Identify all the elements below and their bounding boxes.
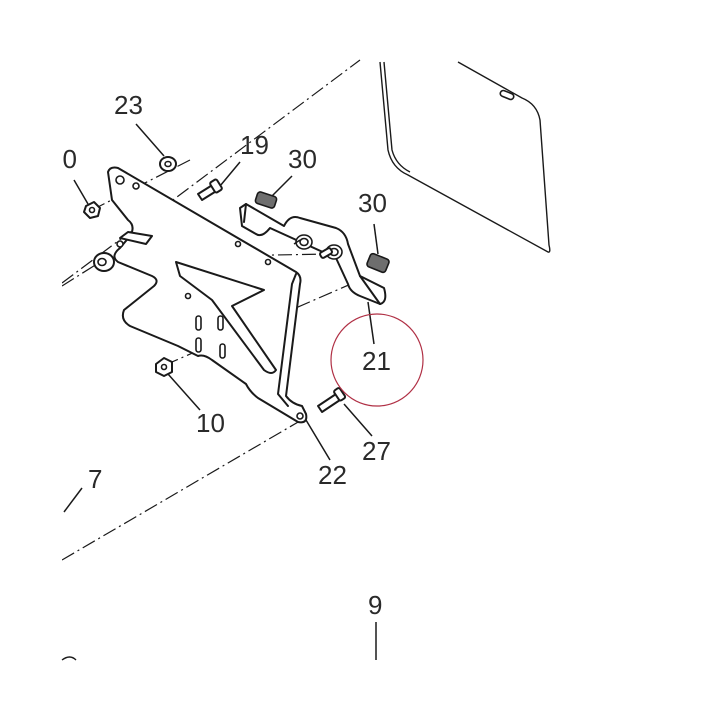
- callout-7: 7: [88, 464, 102, 494]
- main-bracket-plate: [107, 166, 308, 424]
- bracket-slot-4: [219, 343, 226, 359]
- bracket-slot-2: [217, 315, 224, 331]
- callout-21: 21: [362, 346, 391, 376]
- spacer-23-hole-icon: [164, 160, 172, 168]
- callout-30a: 30: [288, 144, 317, 174]
- leader-7: [63, 487, 83, 513]
- stud-lower-icon: [319, 247, 333, 259]
- leader-20: [73, 179, 89, 205]
- bushing-left-hole-icon: [97, 257, 107, 267]
- nut-10-hole-icon: [160, 363, 168, 371]
- callout-22: 22: [318, 460, 347, 490]
- leader-30b: [373, 223, 379, 255]
- license-plate-outline: [379, 61, 551, 253]
- stud-upper-icon: [293, 239, 301, 245]
- crop-mask-bottom: [0, 660, 720, 720]
- crop-mask-left: [0, 0, 62, 720]
- nut-20-hole-icon: [88, 206, 96, 214]
- bracket-slot-1: [195, 315, 202, 331]
- license-plate-inner-edge: [383, 61, 411, 173]
- callout-21-highlight-circle: [330, 313, 424, 407]
- bracket-hole-bottom: [296, 412, 304, 420]
- bracket-hole-top-2: [132, 182, 140, 190]
- bracket-stamped-notch: [119, 231, 153, 245]
- bracket-slot-3: [195, 337, 202, 353]
- bracket-hole-top: [115, 175, 125, 185]
- callout-19: 19: [240, 130, 269, 160]
- leader-19: [219, 161, 241, 187]
- leader-27: [343, 403, 373, 437]
- license-plate-slot: [499, 89, 515, 101]
- leader-21: [367, 301, 375, 345]
- bracket-hole-mid: [184, 292, 192, 300]
- bracket-triangular-cutout: [175, 261, 277, 374]
- centerline-top: [61, 59, 361, 284]
- light-bracket-body: [239, 203, 387, 305]
- bracket-hole-right: [234, 240, 242, 248]
- light-bracket-edge: [243, 203, 381, 305]
- callout-9: 9: [368, 590, 382, 620]
- bracket-hole-left: [116, 240, 124, 248]
- bracket-plate-edge-fold: [277, 273, 297, 407]
- centerline-upper-bolt: [61, 261, 101, 287]
- leader-22: [305, 419, 331, 461]
- bolt-19-head-icon: [209, 178, 223, 194]
- rubber-pad-30a-icon: [254, 191, 278, 209]
- hardware-parts: [83, 156, 390, 413]
- callout-23: 23: [114, 90, 143, 120]
- bracket-hole-right-2: [264, 258, 272, 266]
- light-bracket-grommet-1-inner: [299, 237, 309, 247]
- leader-23: [135, 123, 165, 157]
- callout-30b: 30: [358, 188, 387, 218]
- callout-10: 10: [196, 408, 225, 438]
- leader-30a: [271, 175, 293, 197]
- screw-27-head-icon: [333, 387, 347, 402]
- leader-lines: [63, 123, 379, 660]
- rubber-pad-30b-icon: [366, 252, 390, 274]
- centerline-bottom: [61, 417, 306, 561]
- callout-27: 27: [362, 436, 391, 466]
- leader-10: [167, 373, 201, 411]
- partial-callout-bottom-left: [61, 656, 77, 661]
